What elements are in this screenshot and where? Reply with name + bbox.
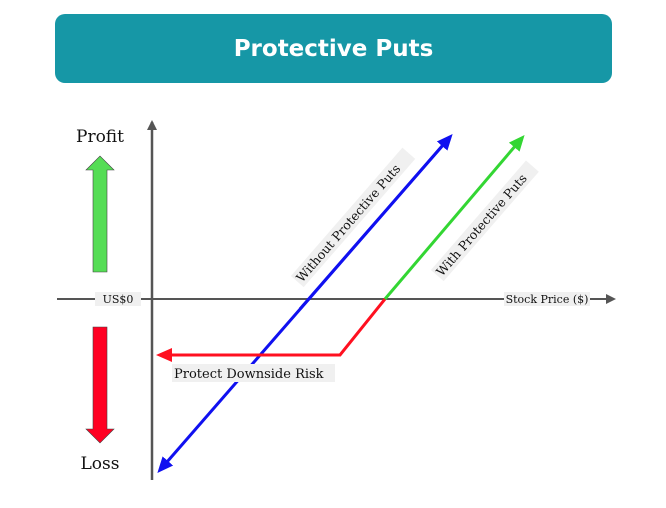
page-title: Protective Puts — [233, 35, 434, 62]
protect-downside-label: Protect Downside Risk — [174, 367, 324, 382]
without-puts-line-top — [298, 133, 453, 310]
without-puts-label: Without Protective Puts — [293, 161, 403, 285]
profit-arrow-icon — [85, 155, 115, 273]
loss-arrow-icon — [85, 326, 115, 444]
profit-label: Profit — [76, 127, 124, 147]
loss-label: Loss — [81, 454, 120, 474]
with-puts-loss-line — [156, 298, 387, 362]
with-puts-profit-line — [383, 134, 525, 300]
x-axis-label: Stock Price ($) — [506, 293, 589, 306]
title-banner: Protective Puts — [55, 14, 612, 83]
zero-label: US$0 — [103, 293, 134, 306]
